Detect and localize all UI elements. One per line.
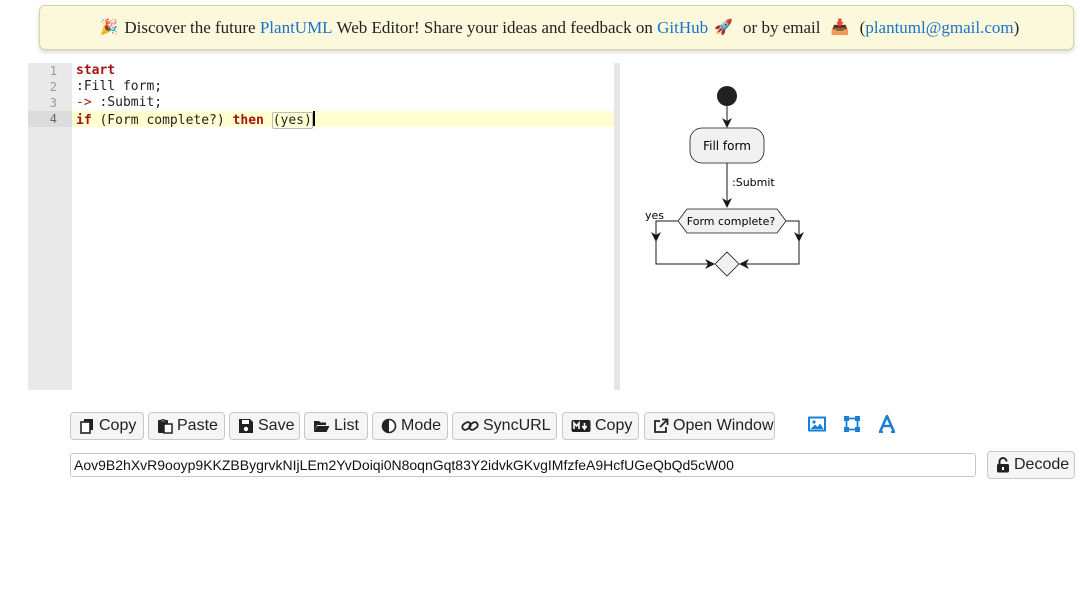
pane-splitter[interactable] [614,63,620,390]
branch-label-yes: yes [645,209,664,222]
merge-node [714,251,740,277]
markdown-copy-button[interactable]: Copy [562,412,639,440]
line-number-active: 4 [28,111,72,127]
merge-line-right [739,241,800,269]
copy-label: Copy [99,417,137,434]
rocket-icon: 🚀 [714,20,733,36]
folder-open-icon [314,421,330,432]
vector-square-icon[interactable] [843,415,861,433]
announcement-banner: 🎉 Discover the future PlantUML Web Edito… [39,5,1074,50]
diagram-preview: Fill form :Submit Form complete? yes [630,70,1070,390]
markdown-icon [571,420,591,432]
activity-label: Fill form [703,139,751,153]
code-text: (Form complete?) [91,113,233,128]
open-window-label: Open Window [673,417,774,434]
syncurl-button[interactable]: SyncURL [452,412,557,440]
markdown-copy-label: Copy [595,417,633,434]
code-line[interactable]: -> :Submit; [72,95,614,111]
banner-close-paren: ) [1013,17,1020,37]
yes-branch-line [651,220,678,242]
paste-button[interactable]: Paste [148,412,225,440]
external-link-icon [654,418,669,433]
line-number: 2 [49,80,57,94]
banner-text-3: or by email [738,17,825,37]
paste-icon [158,419,173,434]
code-editor[interactable]: 1 2 3 4 start :Fill form; -> :Submit; if… [28,63,614,390]
banner-open-paren: ( [855,17,866,37]
code-text: :Submit; [91,95,163,110]
party-popper-icon: 🎉 [99,20,119,36]
list-button[interactable]: List [304,412,368,440]
mode-label: Mode [401,417,442,434]
keyword-then: then [232,113,264,128]
banner-text-2: Web Editor! Share your ideas and feedbac… [332,17,658,37]
code-text: :Fill form; [76,79,163,94]
copy-icon [80,419,93,434]
image-icon[interactable] [807,415,827,433]
code-line-active[interactable]: if (Form complete?) then (yes) [72,111,614,129]
save-icon [239,419,253,433]
syncurl-label: SyncURL [483,417,551,434]
open-window-button[interactable]: Open Window [644,412,775,440]
no-branch-line [786,220,804,242]
matched-parenthesis: (yes) [271,112,313,129]
copy-button[interactable]: Copy [70,412,144,440]
keyword-if: if [76,113,92,128]
activity-diagram: Fill form :Submit Form complete? yes [645,86,804,277]
arrow-label: :Submit [732,176,775,189]
banner-text-1: Discover the future [124,17,260,37]
text-cursor [312,111,315,126]
save-button[interactable]: Save [229,412,300,440]
code-line[interactable]: :Fill form; [72,79,614,95]
list-label: List [334,417,359,434]
encoded-diagram-input[interactable] [70,453,976,477]
email-link[interactable]: plantuml@gmail.com [865,17,1014,37]
decode-button[interactable]: Decode [987,451,1075,479]
decision-label: Form complete? [687,215,776,228]
arrow-operator: -> [76,95,92,110]
start-node [717,86,737,106]
merge-line-left [655,241,715,269]
link-icon [461,421,479,431]
decode-label: Decode [1014,456,1070,473]
contrast-icon [381,418,397,434]
keyword-start: start [76,63,116,78]
code-space [264,113,272,128]
mode-button[interactable]: Mode [372,412,448,440]
inbox-icon: 📥 [830,20,850,36]
line-number: 1 [49,64,57,78]
font-icon[interactable] [878,415,896,433]
line-number-gutter: 1 2 3 4 [28,63,72,390]
code-line[interactable]: start [72,63,614,79]
plantuml-link[interactable]: PlantUML [259,17,333,37]
code-area[interactable]: start :Fill form; -> :Submit; if (Form c… [72,63,614,129]
unlock-icon [997,457,1009,473]
paste-label: Paste [177,417,218,434]
line-number: 3 [49,96,57,110]
save-label: Save [258,417,295,434]
github-link[interactable]: GitHub [657,17,709,37]
